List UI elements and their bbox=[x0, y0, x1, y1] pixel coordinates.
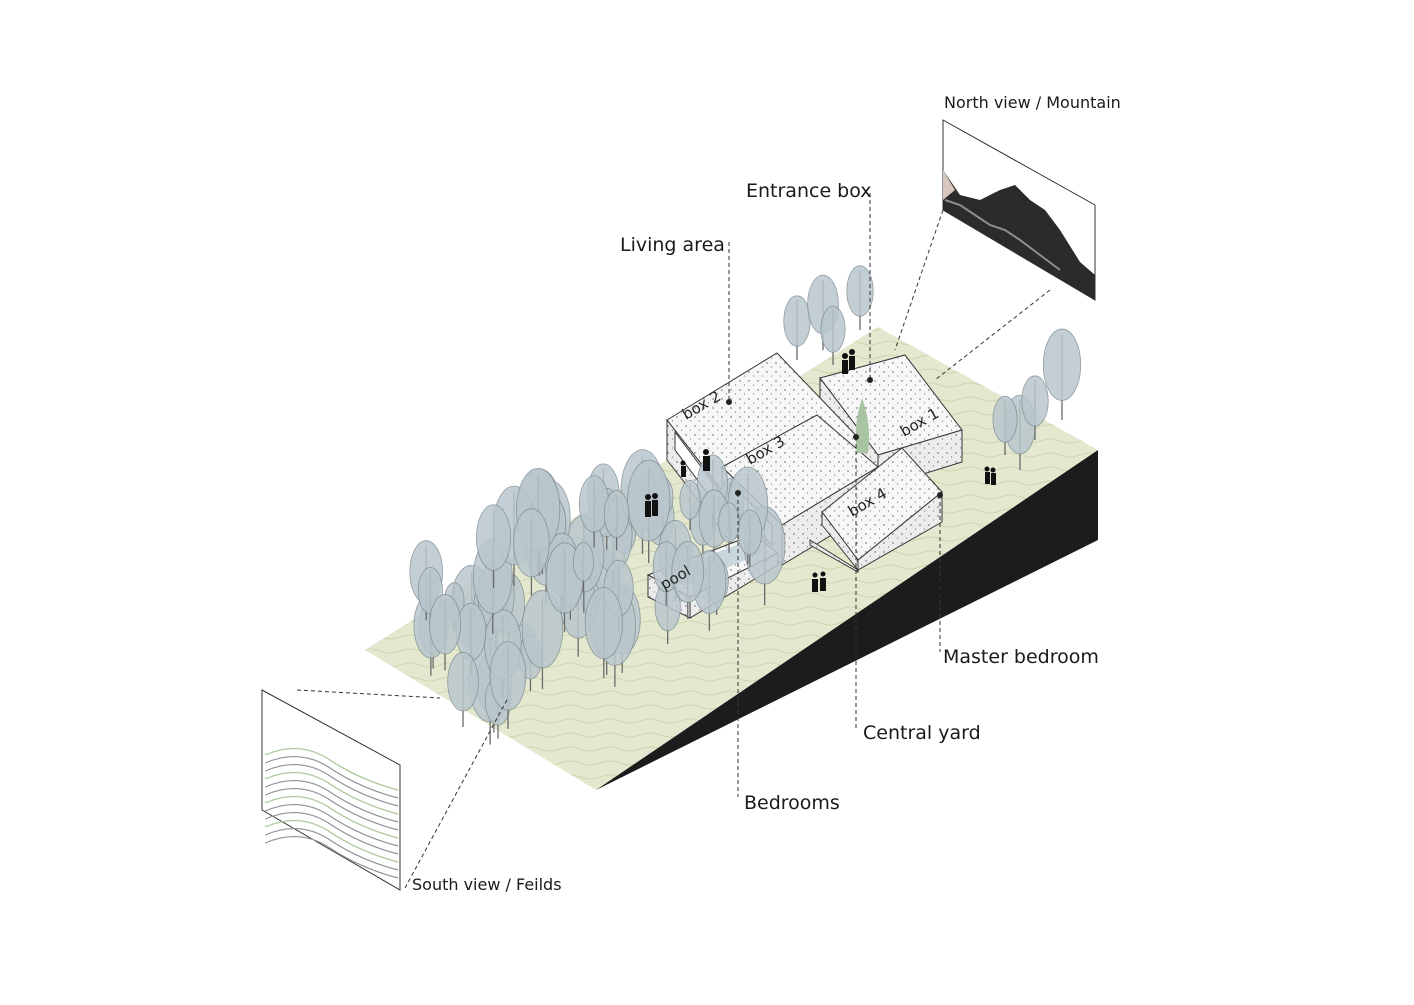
tree bbox=[783, 295, 811, 360]
stipple-texture bbox=[822, 448, 942, 560]
field-line bbox=[264, 795, 399, 839]
leader-south-view-a bbox=[296, 689, 441, 699]
tree bbox=[521, 590, 564, 690]
field-line bbox=[264, 787, 399, 831]
tree bbox=[476, 504, 512, 589]
people-figures bbox=[645, 349, 996, 592]
tree bbox=[718, 502, 740, 553]
field-line bbox=[264, 763, 399, 807]
tree bbox=[447, 651, 479, 728]
stipple-texture bbox=[820, 355, 962, 455]
leader-lines bbox=[296, 193, 1051, 889]
tree bbox=[846, 265, 874, 330]
person-figure bbox=[984, 466, 990, 484]
leader-dot bbox=[726, 399, 732, 405]
box-4 bbox=[809, 447, 943, 573]
north-view-label: North view / Mountain bbox=[944, 93, 1121, 112]
tree bbox=[429, 594, 461, 671]
tree bbox=[679, 479, 701, 530]
trees-back-group bbox=[783, 265, 1082, 470]
person-figure bbox=[645, 494, 651, 517]
person-figure bbox=[842, 353, 848, 374]
leader-dot bbox=[937, 492, 943, 498]
leader-dot bbox=[853, 434, 859, 440]
field-line bbox=[264, 835, 399, 879]
field-line bbox=[264, 771, 399, 815]
person-figure bbox=[812, 572, 818, 592]
master-bedroom-label: Master bedroom bbox=[943, 646, 1099, 668]
person-figure bbox=[703, 449, 710, 471]
south-view-label: South view / Feilds bbox=[412, 875, 562, 894]
stipple-texture bbox=[810, 540, 858, 572]
field-line bbox=[264, 747, 399, 791]
field-line bbox=[264, 803, 399, 847]
person-figure bbox=[990, 467, 996, 485]
tree bbox=[737, 509, 763, 568]
tree bbox=[489, 641, 527, 729]
tree bbox=[992, 395, 1018, 455]
field-line bbox=[264, 811, 399, 855]
field-line bbox=[264, 827, 399, 871]
ground-side-wall bbox=[596, 450, 1098, 790]
person-figure bbox=[652, 493, 658, 516]
central-yard-label: Central yard bbox=[863, 722, 981, 744]
field-line bbox=[264, 755, 399, 799]
tree bbox=[1042, 328, 1082, 420]
stipple-texture bbox=[822, 512, 858, 570]
leader-north-view-b bbox=[934, 289, 1051, 381]
tree bbox=[513, 508, 550, 596]
tree bbox=[671, 541, 705, 620]
south-view-frame bbox=[261, 689, 401, 891]
tree bbox=[584, 587, 623, 679]
field-lines bbox=[264, 747, 399, 879]
mountain-snow bbox=[944, 199, 1061, 271]
living-area-label: Living area bbox=[620, 234, 725, 256]
tree bbox=[572, 541, 595, 592]
stipple-texture bbox=[858, 492, 942, 570]
leader-south-view-b bbox=[404, 697, 509, 889]
field-line bbox=[264, 779, 399, 823]
leader-dot bbox=[735, 490, 741, 496]
north-view-card bbox=[942, 119, 1096, 301]
tree bbox=[603, 490, 630, 551]
trees-front-group bbox=[409, 449, 786, 745]
leader-north-view-a bbox=[894, 209, 944, 351]
person-figure bbox=[820, 571, 826, 591]
bedrooms-label: Bedrooms bbox=[744, 792, 840, 814]
person-figure bbox=[849, 349, 855, 370]
leader-dots bbox=[726, 377, 943, 498]
field-line bbox=[264, 819, 399, 863]
tree bbox=[820, 305, 846, 365]
south-view-card bbox=[261, 689, 401, 891]
person-figure bbox=[680, 460, 686, 477]
leader-dot bbox=[867, 377, 873, 383]
central-yard-tree bbox=[855, 398, 870, 453]
tree bbox=[1021, 375, 1049, 440]
entrance-box-label: Entrance box bbox=[746, 180, 872, 202]
tree bbox=[627, 459, 671, 564]
mountain-haze bbox=[943, 170, 955, 200]
